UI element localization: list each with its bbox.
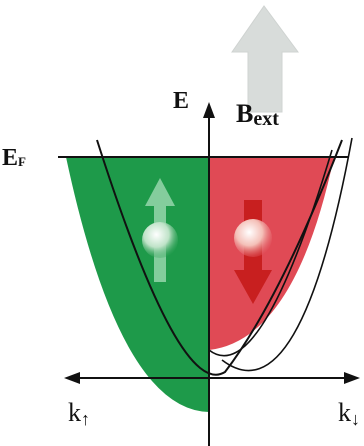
k-axis-left-arrowhead: [64, 372, 80, 384]
field-label: Bext: [236, 99, 279, 130]
field-arrow-icon: [231, 5, 299, 113]
energy-axis-arrowhead: [203, 102, 215, 118]
k-left-label-arrow: ↑: [81, 409, 90, 429]
fermi-level-label: EF: [2, 145, 26, 171]
k-left-label-main: k: [68, 398, 81, 427]
spin-up-band-fill: [66, 157, 209, 412]
spin-down-parabola-outer: [221, 137, 353, 372]
k-right-label: k↓: [338, 398, 360, 429]
k-axis-right-arrowhead: [344, 372, 360, 384]
field-label-main: B: [236, 99, 253, 128]
spin-down-parabola: [208, 149, 333, 357]
energy-axis-label: E: [173, 88, 189, 114]
k-right-label-arrow: ↓: [351, 409, 360, 429]
fermi-level-label-sub: F: [18, 154, 26, 169]
k-right-label-main: k: [338, 398, 351, 427]
k-left-label: k↑: [68, 398, 90, 429]
field-label-sub: ext: [253, 108, 279, 130]
spin-up-electron-icon: [142, 222, 178, 258]
fermi-level-label-main: E: [2, 145, 18, 171]
spin-down-band-fill: [209, 157, 334, 350]
spin-down-electron-icon: [234, 219, 272, 257]
spin-up-parabola: [96, 139, 343, 376]
